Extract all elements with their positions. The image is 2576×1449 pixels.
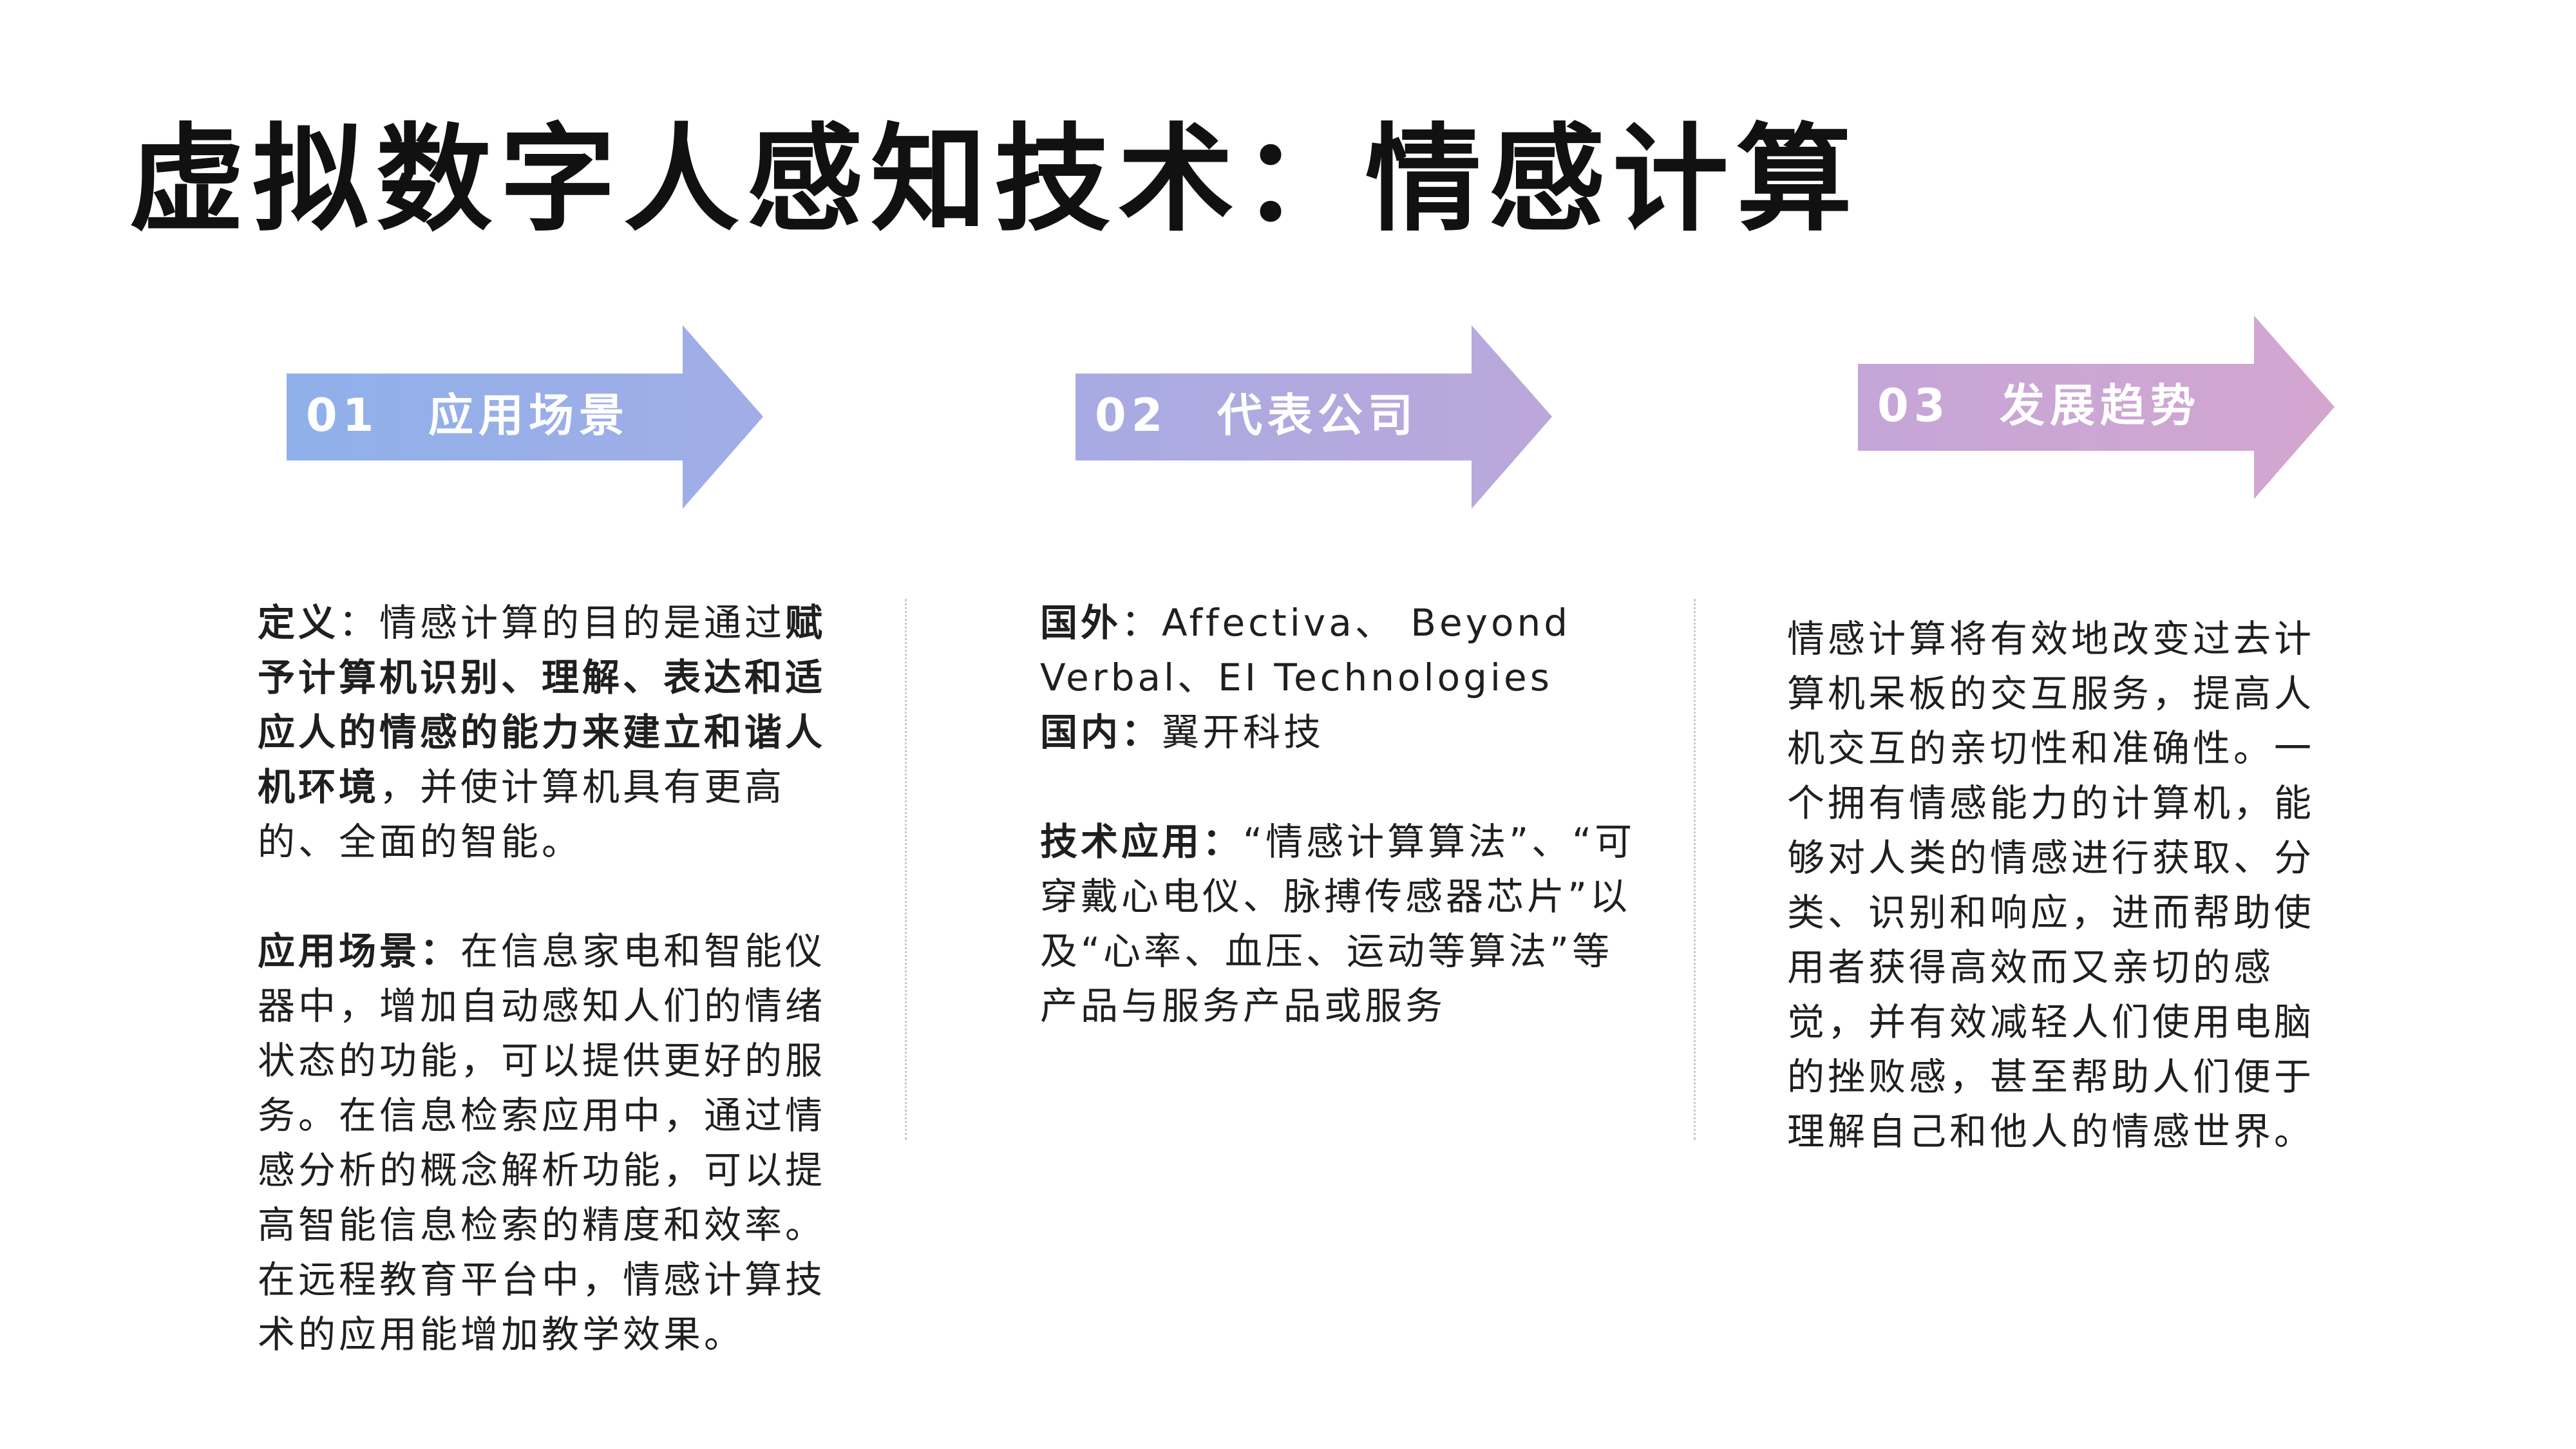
definition-bold-text: 赋予计算机识别、理解、表达和适应人的情感的能力来建立和谐人机环境: [258, 601, 826, 809]
step-label-03: 03 发展趋势: [1877, 377, 2201, 435]
arrow-shape: [1075, 325, 1552, 509]
abroad-text: Affectiva、 Beyond Verbal、EI Technologies: [1040, 601, 1571, 699]
arrow-shape: [1858, 316, 2334, 499]
tech-paragraph: 技术应用：“情感计算算法”、“可穿戴心电仪、脉搏传感器芯片”以及“心率、血压、运…: [1040, 815, 1639, 1034]
application-label: 应用场景：: [258, 929, 461, 973]
abroad-label: 国外: [1040, 601, 1122, 645]
step-arrow-01: 01 应用场景: [287, 325, 763, 509]
definition-paragraph: 定义：情感计算的目的是通过赋予计算机识别、理解、表达和适应人的情感的能力来建立和…: [258, 596, 850, 869]
step-arrow-02: 02 代表公司: [1075, 325, 1552, 509]
domestic-text: 翼开科技: [1162, 710, 1325, 754]
definition-label: 定义: [258, 601, 339, 645]
step-number: 03: [1877, 379, 1951, 432]
definition-text: 情感计算的目的是通过: [379, 601, 786, 645]
definition-colon: ：: [339, 601, 380, 645]
abroad-colon: ：: [1121, 601, 1162, 645]
column-application: 定义：情感计算的目的是通过赋予计算机识别、理解、表达和适应人的情感的能力来建立和…: [258, 596, 850, 1362]
column-divider: [905, 599, 907, 1140]
page-title: 虚拟数字人感知技术：情感计算: [129, 113, 1861, 247]
column-companies: 国外：Affectiva、 Beyond Verbal、EI Technolog…: [1040, 596, 1639, 1034]
step-arrow-03: 03 发展趋势: [1858, 316, 2334, 499]
trends-text: 情感计算将有效地改变过去计算机呆板的交互服务，提高人机交互的亲切性和准确性。一个…: [1787, 617, 2315, 1153]
step-title: 应用场景: [428, 389, 629, 442]
step-number: 01: [306, 389, 379, 442]
tech-text: “情感计算算法”、“可穿戴心电仪、脉搏传感器芯片”以及“心率、血压、运动等算法”…: [1040, 820, 1636, 1028]
column-trends: 情感计算将有效地改变过去计算机呆板的交互服务，提高人机交互的亲切性和准确性。一个…: [1787, 612, 2334, 1159]
arrow-shape: [287, 325, 763, 509]
domestic-label: 国内：: [1040, 710, 1162, 754]
application-paragraph: 应用场景：在信息家电和智能仪器中，增加自动感知人们的情绪状态的功能，可以提供更好…: [258, 924, 850, 1362]
step-label-01: 01 应用场景: [306, 386, 629, 444]
step-label-02: 02 代表公司: [1095, 386, 1418, 444]
domestic-paragraph: 国内：翼开科技: [1040, 705, 1639, 760]
application-text: 在信息家电和智能仪器中，增加自动感知人们的情绪状态的功能，可以提供更好的服务。在…: [258, 929, 826, 1356]
step-number: 02: [1095, 389, 1168, 442]
tech-label: 技术应用：: [1040, 820, 1244, 864]
abroad-paragraph: 国外：Affectiva、 Beyond Verbal、EI Technolog…: [1040, 596, 1639, 705]
definition-text-end: ，并使计算机具有更高的、全面的智能。: [258, 765, 786, 864]
step-title: 发展趋势: [2000, 379, 2201, 432]
step-title: 代表公司: [1217, 389, 1418, 442]
column-divider: [1694, 599, 1696, 1140]
